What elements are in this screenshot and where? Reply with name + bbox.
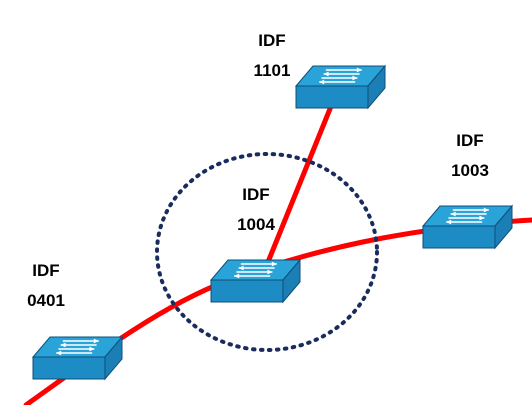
label-idf-1003-line2: 1003 (451, 161, 489, 180)
label-idf-1003-line1: IDF (456, 131, 484, 150)
label-idf-1004: IDF 1004 (216, 180, 296, 240)
label-idf-1101-line2: 1101 (253, 61, 291, 80)
network-switch-icon (209, 258, 302, 304)
network-switch-icon (294, 64, 387, 110)
label-idf-1004-line2: 1004 (237, 215, 275, 234)
label-idf-1003: IDF 1003 (430, 126, 510, 186)
network-switch-icon (421, 204, 514, 250)
label-idf-0401: IDF 0401 (6, 256, 86, 316)
highlight-ring (155, 152, 379, 352)
label-idf-1004-line1: IDF (242, 185, 270, 204)
label-idf-0401-line1: IDF (32, 261, 60, 280)
uplink-1004-1101 (265, 91, 339, 265)
label-idf-1101-line1: IDF (258, 31, 286, 50)
switch-layer (31, 64, 514, 381)
label-idf-0401-line2: 0401 (27, 291, 65, 310)
label-idf-1101: IDF 1101 (232, 26, 312, 86)
network-switch-icon (31, 335, 124, 381)
